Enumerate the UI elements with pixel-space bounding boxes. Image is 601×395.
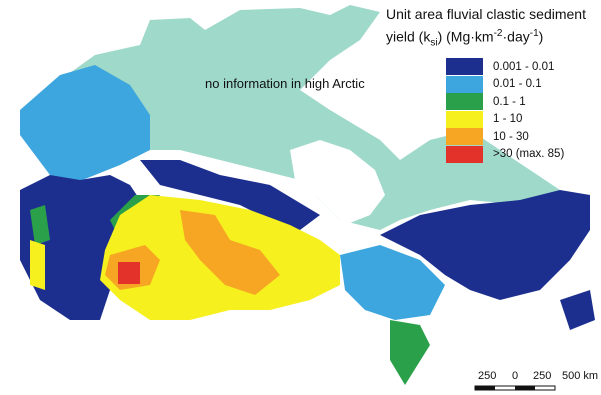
- legend-item: 0.01 - 0.1: [446, 75, 542, 93]
- red-zone: [118, 262, 140, 284]
- east-very-low: [380, 190, 595, 330]
- east-low: [340, 245, 445, 320]
- arctic-note: no information in high Arctic: [205, 76, 365, 91]
- legend-swatch: [446, 93, 483, 110]
- legend-label: 10 - 30: [493, 130, 529, 143]
- legend-item: 0.1 - 1: [446, 93, 526, 110]
- legend-swatch: [446, 145, 483, 163]
- legend-swatch: [446, 128, 483, 145]
- scale-label-250-right: 250: [533, 370, 552, 382]
- legend-title-line1: Unit area fluvial clastic sediment: [386, 6, 586, 22]
- legend-swatch: [446, 75, 483, 93]
- legend-item: 10 - 30: [446, 128, 529, 145]
- arctic-region: [60, 5, 560, 230]
- legend-item: 0.001 - 0.01: [446, 58, 554, 75]
- legend-label: 0.01 - 0.1: [493, 78, 542, 90]
- legend-item: >30 (max. 85): [446, 145, 565, 163]
- scale-bar: [474, 385, 556, 391]
- scale-label-0: 0: [512, 370, 519, 382]
- green-ontario: [390, 320, 430, 385]
- west-cordillera-low: [20, 65, 150, 185]
- legend-title-line2: yield (ksi) (Mg·km-2·day-1): [386, 28, 544, 49]
- legend-label: 0.001 - 0.01: [493, 60, 555, 73]
- legend-label: 0.1 - 1: [493, 95, 526, 108]
- legend-swatch: [446, 110, 483, 128]
- legend-swatch: [446, 58, 483, 75]
- scale-label-500: 500 km: [562, 370, 599, 382]
- legend-label: >30 (max. 85): [493, 148, 565, 160]
- scale-bar-graphic: [474, 385, 556, 391]
- scale-label-250-left: 250: [478, 370, 497, 382]
- hudson-bay: [290, 140, 385, 225]
- legend-label: 1 - 10: [493, 113, 523, 125]
- legend-item: 1 - 10: [446, 110, 523, 128]
